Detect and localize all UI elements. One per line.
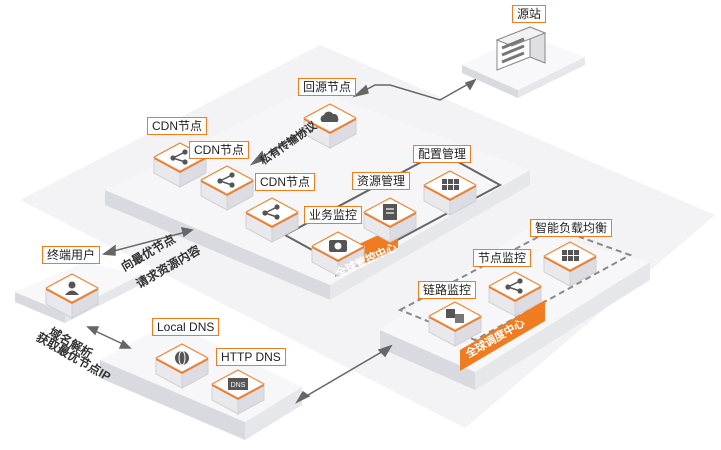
node-cubes: DNS xyxy=(44,103,598,415)
business-monitoring-cube xyxy=(310,231,366,277)
intelligent-load-balancing-cube xyxy=(542,241,598,287)
scheduling-dashed-frame xyxy=(397,226,633,342)
request-connector xyxy=(109,231,187,253)
grid-icon xyxy=(442,179,459,190)
end-user-cube xyxy=(44,273,100,319)
resource-management-cube xyxy=(362,197,418,243)
scheduling-connector xyxy=(302,349,386,399)
http-dns-label: HTTP DNS xyxy=(216,348,286,366)
cdn-platform xyxy=(105,88,530,300)
cdn-node-3-label: CDN节点 xyxy=(255,173,315,191)
cdn-node-2-label: CDN节点 xyxy=(189,141,249,159)
svg-text:DNS: DNS xyxy=(231,382,246,389)
server-icon xyxy=(495,26,547,71)
share-icon xyxy=(170,149,188,165)
share-icon xyxy=(505,278,523,294)
back-to-origin-node-label: 回源节点 xyxy=(298,78,357,96)
share-icon xyxy=(262,204,280,220)
user-icon xyxy=(65,281,79,295)
share-icon xyxy=(217,172,235,188)
origin-label: 源站 xyxy=(512,5,547,23)
private-protocol-connector xyxy=(257,127,309,161)
end-user-label: 终端用户 xyxy=(42,246,101,264)
intelligent-load-balancing-label: 智能负载均衡 xyxy=(530,219,613,237)
dns-icon: DNS xyxy=(228,378,248,390)
link-monitoring-cube xyxy=(427,301,483,347)
business-monitoring-label: 业务监控 xyxy=(304,206,363,224)
cdn-node-2-cube xyxy=(199,165,255,211)
camera-icon xyxy=(329,240,347,252)
config-management-label: 配置管理 xyxy=(413,145,472,163)
cdn-node-1-label: CDN节点 xyxy=(147,117,207,135)
dns-platform xyxy=(100,322,302,440)
local-dns-cube xyxy=(154,343,210,389)
link-icon xyxy=(446,309,464,323)
local-dns-label: Local DNS xyxy=(152,318,220,336)
http-dns-cube: DNS xyxy=(210,369,266,415)
origin-connector xyxy=(359,82,471,101)
table-icon xyxy=(562,250,579,261)
globe-icon xyxy=(175,350,189,366)
origin-platform xyxy=(462,35,585,98)
dns-connector xyxy=(92,329,126,346)
node-monitoring-cube xyxy=(487,271,543,317)
scheduling-center-band xyxy=(460,300,545,371)
link-monitoring-label: 链路监控 xyxy=(418,281,477,299)
resource-management-label: 资源管理 xyxy=(352,172,411,190)
cdn-node-3-cube xyxy=(244,197,300,243)
document-icon xyxy=(383,204,397,220)
back-to-origin-node-cube xyxy=(302,103,358,149)
config-management-cube xyxy=(422,170,478,216)
node-monitoring-label: 节点监控 xyxy=(473,249,532,267)
cloud-icon xyxy=(320,111,339,122)
